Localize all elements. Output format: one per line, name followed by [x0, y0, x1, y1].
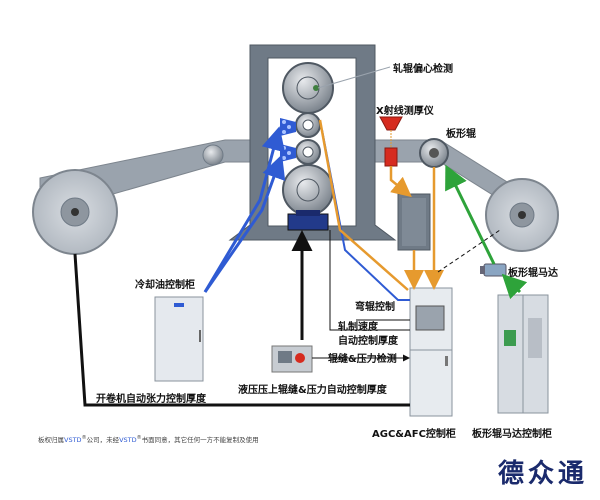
label-xray-gauge: X射线测厚仪 [376, 106, 434, 117]
junction-box [397, 193, 431, 251]
footnote-part3: 书面同意，其它任何一方不能复制及使用 [141, 436, 259, 444]
footnote-reg1: ® [81, 434, 87, 441]
label-gap-pressure: 辊缝&压力检测 [328, 354, 397, 365]
footnote-part2: 公司，未经 [86, 436, 120, 444]
label-rolling-speed: 轧制速度 [338, 322, 378, 333]
copyright-footnote: 板权归属VSTD®公司，未经VSTD®书面同意，其它任何一方不能复制及使用 [38, 434, 259, 444]
label-agc-afc-cabinet: AGC&AFC控制柜 [372, 429, 456, 440]
work-roll-top [295, 112, 321, 138]
backup-roll-bottom [282, 164, 334, 216]
label-flatness-roll: 板形辊 [446, 129, 476, 140]
black-signal-lines [73, 230, 410, 407]
label-eccentric-detection: 轧辊偏心检测 [393, 64, 453, 75]
eccentric-leader [317, 66, 391, 89]
label-flatness-motor: 板形辊马达 [508, 268, 558, 279]
orange-signal-lines [318, 119, 444, 291]
thin-feedback-lines [312, 229, 501, 362]
footnote-reg2: ® [136, 434, 142, 441]
flatness-motor [480, 263, 507, 277]
work-roll-bottom [295, 139, 321, 165]
flatness-motor-cabinet [497, 294, 549, 414]
label-uncoiler-tension: 开卷机自动张力控制厚度 [96, 394, 206, 405]
uncoiler-coil [32, 169, 118, 255]
label-bending-control: 弯辊控制 [355, 302, 395, 313]
agc-afc-cabinet [409, 287, 453, 417]
xray-gauge [379, 116, 403, 167]
footnote-brand2: VSTD [119, 436, 137, 444]
green-signal-lines [445, 164, 528, 300]
footnote-part1: 板权归属 [38, 436, 64, 444]
label-coolant-cabinet: 冷却油控制柜 [135, 280, 195, 291]
label-hydraulic-control: 液压压上辊缝&压力自动控制厚度 [238, 385, 387, 396]
backup-roll-top [282, 62, 334, 114]
brand-logo-text: 德众通 [497, 459, 588, 489]
hydraulic-unit [271, 345, 313, 373]
flatness-roll [419, 138, 449, 168]
label-flatness-motor-cabinet: 板形辊马达控制柜 [472, 429, 552, 440]
deflector-roll [202, 144, 224, 166]
footnote-brand1: VSTD [64, 436, 82, 444]
label-auto-thickness: 自动控制厚度 [338, 336, 398, 347]
coolant-cabinet [154, 296, 204, 382]
recoiler-coil [485, 178, 559, 252]
